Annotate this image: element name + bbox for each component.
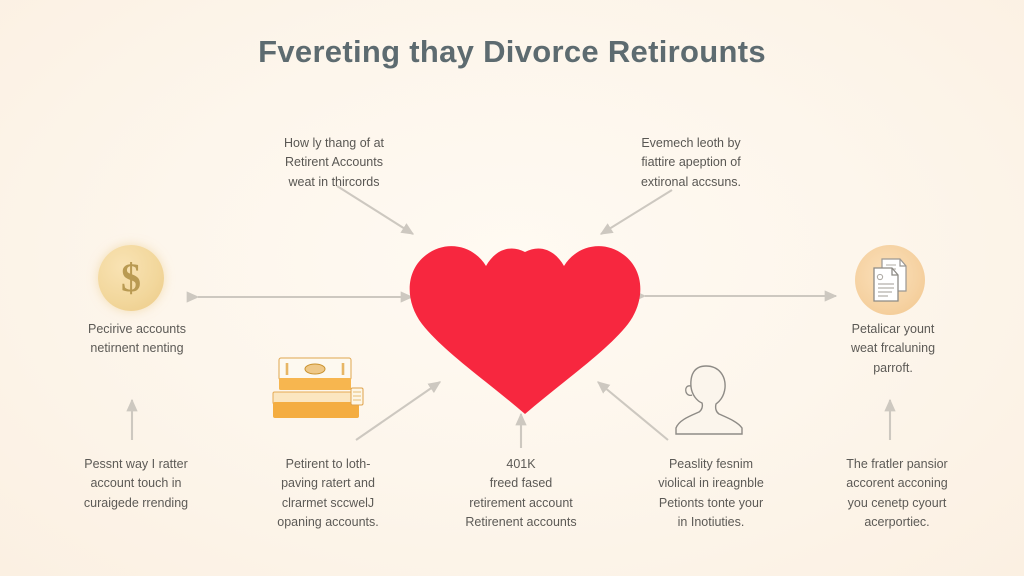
annotation-bottom-1: Pessnt way I ratter account touch in cur… bbox=[83, 457, 189, 510]
annotation-bottom-4: Peaslity fesnim violical in ireagnble Pe… bbox=[658, 457, 764, 530]
page-title: Fvereting thay Divorce Retirounts bbox=[258, 34, 766, 69]
connector-top-left-diagonal bbox=[336, 185, 415, 235]
annotation-right-mid: Petalicar yount weat frcaluning parroft. bbox=[850, 322, 936, 375]
center-heart-node bbox=[400, 232, 650, 417]
annotation-left-mid: Pecirive accounts netirnent nenting bbox=[88, 322, 186, 356]
annotation-bottom-2: Petirent to loth- paving ratert and clra… bbox=[277, 457, 379, 530]
cash-stack-icon bbox=[263, 356, 367, 427]
annotation-top-left: How ly thang of at Retirent Accounts wea… bbox=[283, 136, 385, 189]
heart-icon bbox=[409, 246, 641, 414]
annotation-bottom-3: 401K freed fased retirement account Reti… bbox=[465, 457, 577, 530]
dollar-coin-icon: $ bbox=[98, 245, 164, 311]
cash-stack-glyph bbox=[272, 357, 364, 418]
annotation-top-right: Evemech leoth by fiattire apeption of ex… bbox=[640, 136, 742, 189]
annotation-bottom-5: The fratler pansior accorent acconing yo… bbox=[846, 457, 948, 530]
connector-bottom-right-diagonal bbox=[597, 381, 669, 441]
connector-top-right-diagonal bbox=[599, 189, 673, 235]
connector-bottom-left-diagonal bbox=[355, 381, 442, 441]
person-glyph bbox=[675, 365, 743, 435]
person-silhouette-icon bbox=[672, 362, 748, 441]
documents-icon bbox=[855, 245, 925, 315]
documents-glyph bbox=[873, 258, 907, 302]
dollar-glyph: $ bbox=[121, 255, 141, 300]
